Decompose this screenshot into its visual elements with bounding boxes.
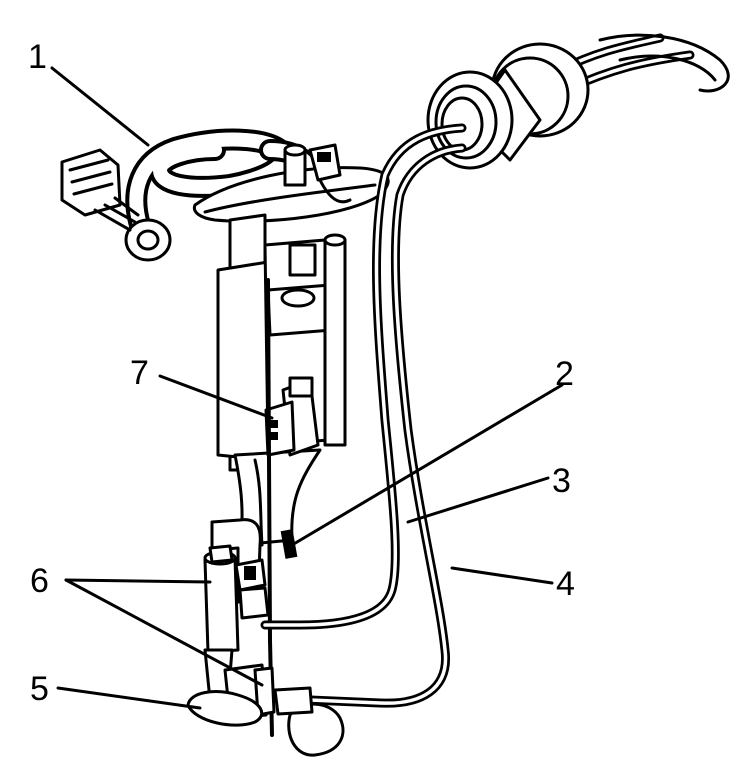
callout-1: 1 — [28, 38, 47, 76]
leader-2 — [290, 383, 564, 547]
leader-lines — [50, 66, 564, 710]
callout-5: 5 — [30, 670, 49, 708]
callout-3: 3 — [552, 462, 571, 500]
leader-5 — [56, 686, 202, 710]
callout-4: 4 — [556, 565, 575, 603]
leader-1 — [50, 66, 150, 147]
fuel-pump-reservoir — [216, 213, 347, 547]
tank-grommet — [426, 33, 730, 170]
callout-6: 6 — [30, 562, 49, 600]
leader-7 — [158, 374, 274, 420]
fuel-lines — [260, 123, 467, 708]
module-cover — [192, 143, 390, 223]
callout-7: 7 — [130, 354, 149, 392]
leader-3 — [406, 476, 550, 524]
leader-4 — [450, 566, 554, 585]
leader-6b — [64, 578, 264, 687]
lower-assembly — [186, 518, 345, 757]
callout-2: 2 — [555, 355, 574, 393]
leader-6a — [64, 578, 212, 584]
